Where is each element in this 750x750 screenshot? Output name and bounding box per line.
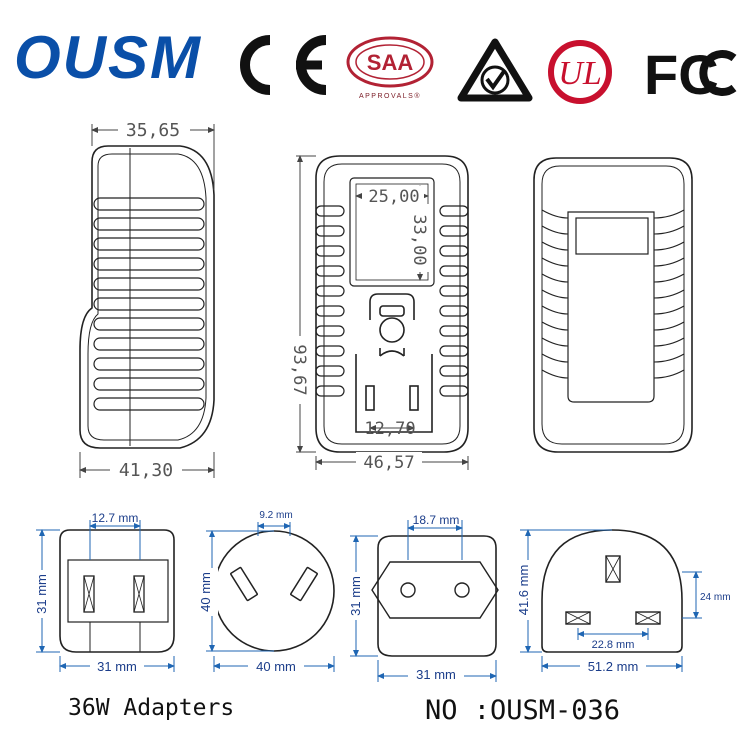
- uk-height-label: 41.6 mm: [516, 565, 531, 616]
- eu-height-label: 31 mm: [348, 576, 363, 616]
- plug-au-view: 9.2 mm 40 mm 40 mm: [196, 510, 335, 674]
- au-height-label: 40 mm: [198, 572, 213, 612]
- side-dimensions: [79, 124, 215, 478]
- front-pin-spacing-label: 12,70: [364, 419, 415, 439]
- ul-label: UL: [558, 55, 601, 92]
- au-width-label: 40 mm: [256, 659, 296, 674]
- uk-pin-label: 22.8 mm: [592, 639, 635, 651]
- side-width-top-label: 35,65: [126, 120, 180, 141]
- plug-uk-view: 41.6 mm 22.8 mm 24 mm 51.2 mm: [512, 529, 731, 674]
- front-inner-width-label: 25,00: [368, 187, 419, 207]
- saa-label: SAA: [367, 50, 414, 75]
- saa-approvals-icon: SAA APPROVALS®: [346, 36, 434, 100]
- logo-row: OUSM SAA APPROVALS® UL FC: [0, 0, 750, 110]
- rcm-check-icon: [457, 38, 533, 102]
- uk-width-label: 51.2 mm: [588, 659, 639, 674]
- side-view: [79, 145, 215, 449]
- front-inner-height-label: 33,00: [409, 214, 429, 265]
- caption-model: NO :OUSM-036: [425, 695, 621, 726]
- caption-title: 36W Adapters: [68, 695, 235, 721]
- front-width-label: 46,57: [363, 453, 414, 473]
- ce-mark-icon: [240, 35, 327, 95]
- saa-sub-label: APPROVALS®: [359, 92, 421, 100]
- eu-width-label: 31 mm: [416, 667, 456, 682]
- us-top-label: 12.7 mm: [92, 511, 139, 525]
- plug-us-view: 12.7 mm 31 mm 31 mm: [30, 511, 175, 674]
- ul-listed-icon: UL: [548, 40, 612, 104]
- plug-eu-view: 18.7 mm 31 mm 31 mm: [344, 513, 499, 682]
- back-view: [533, 157, 693, 453]
- front-view: [315, 155, 469, 453]
- eu-top-label: 18.7 mm: [413, 513, 460, 527]
- fcc-icon: FC: [644, 43, 737, 106]
- uk-side-label: 24 mm: [700, 592, 731, 603]
- us-height-label: 31 mm: [34, 574, 49, 614]
- front-height-label: 93,67: [289, 344, 309, 395]
- brand-logo: OUSM: [14, 24, 202, 91]
- side-width-bottom-label: 41,30: [119, 460, 173, 481]
- au-top-label: 9.2 mm: [259, 510, 292, 521]
- us-width-label: 31 mm: [97, 659, 137, 674]
